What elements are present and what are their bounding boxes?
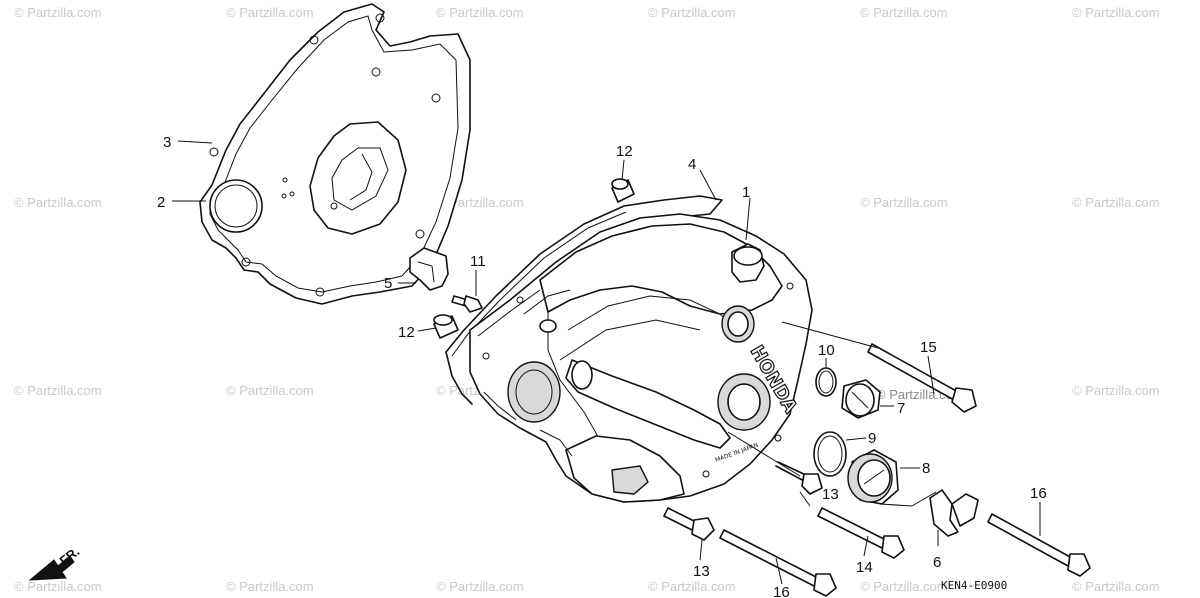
watermark: © Partzilla.com: [226, 5, 314, 20]
clamp-part-5[interactable]: [409, 247, 449, 291]
callout-4[interactable]: 4: [688, 156, 696, 173]
watermark: © Partzilla.com: [648, 579, 736, 594]
watermark: © Partzilla.com: [226, 579, 314, 594]
callout-10[interactable]: 10: [818, 342, 835, 359]
dowel-pin-part-12-upper[interactable]: [611, 178, 635, 203]
diagram-code: KEN4-E0900: [941, 579, 1007, 592]
callout-11[interactable]: 11: [470, 253, 486, 270]
callout-8[interactable]: 8: [922, 460, 930, 477]
watermark: © Partzilla.com: [1072, 579, 1160, 594]
bolt-part-16-right[interactable]: [987, 513, 1091, 577]
bolt-part-15[interactable]: [867, 343, 977, 413]
watermark: © Partzilla.com: [860, 5, 948, 20]
callout-2[interactable]: 2: [157, 194, 165, 211]
bolt-part-14[interactable]: [817, 507, 905, 559]
o-ring-part-10[interactable]: [815, 367, 837, 397]
front-direction-indicator: FR.: [28, 544, 82, 581]
callout-16-right[interactable]: 16: [1030, 485, 1047, 502]
left-crankcase-cover-part-1[interactable]: HONDA MADE IN JAPAN: [469, 213, 813, 503]
bolt-part-11[interactable]: [451, 295, 483, 313]
callout-14[interactable]: 14: [856, 559, 873, 576]
watermark: © Partzilla.com: [436, 579, 524, 594]
cover-gasket-part-4[interactable]: [445, 195, 723, 405]
watermark: © Partzilla.com: [226, 383, 314, 398]
callouts: 1 2 3 4 5 6 7 8 9 10 11 12 12 13 13 14 1…: [157, 134, 1047, 598]
leader-lines: [172, 140, 1041, 585]
watermark: © Partzilla.com: [1072, 5, 1160, 20]
watermark: © Partzilla.com: [436, 195, 524, 210]
callout-1[interactable]: 1: [742, 184, 750, 201]
callout-13-upper[interactable]: 13: [822, 486, 839, 503]
callout-12-upper[interactable]: 12: [616, 143, 633, 160]
o-ring-part-9[interactable]: [813, 431, 847, 477]
callout-5[interactable]: 5: [384, 275, 392, 292]
filler-plug-part-7[interactable]: [841, 379, 881, 419]
dowel-pin-part-12-lower[interactable]: [433, 314, 459, 339]
callout-15[interactable]: 15: [920, 339, 937, 356]
watermark: © Partzilla.com: [860, 579, 948, 594]
callout-9[interactable]: 9: [868, 430, 876, 447]
watermark: © Partzilla.com: [14, 579, 102, 594]
callout-12-lower[interactable]: 12: [398, 324, 415, 341]
timing-plug-part-8[interactable]: [847, 449, 899, 505]
watermark: © Partzilla.com: [14, 383, 102, 398]
watermark: © Partzilla.com: [1072, 383, 1160, 398]
callout-6[interactable]: 6: [933, 554, 941, 571]
bolt-part-13-upper[interactable]: [775, 461, 823, 495]
bolt-part-16-center[interactable]: [719, 529, 837, 597]
callout-7[interactable]: 7: [897, 400, 905, 417]
bolt-part-13-lower[interactable]: [663, 507, 715, 541]
watermark: © Partzilla.com: [436, 5, 524, 20]
watermark: © Partzilla.com: [648, 5, 736, 20]
watermark: © Partzilla.com: [14, 195, 102, 210]
watermark: © Partzilla.com: [860, 195, 948, 210]
watermark: © Partzilla.com: [1072, 195, 1160, 210]
watermark: © Partzilla.com: [14, 5, 102, 20]
clamp-part-6[interactable]: [929, 489, 979, 537]
callout-3[interactable]: 3: [163, 134, 171, 151]
callout-13-lower[interactable]: 13: [693, 563, 710, 580]
callout-16-lower[interactable]: 16: [773, 584, 790, 598]
front-arrow-icon: [28, 555, 75, 581]
watermarks: © Partzilla.com © Partzilla.com © Partzi…: [14, 5, 1160, 594]
gasket-plate-part-2[interactable]: [199, 3, 471, 305]
